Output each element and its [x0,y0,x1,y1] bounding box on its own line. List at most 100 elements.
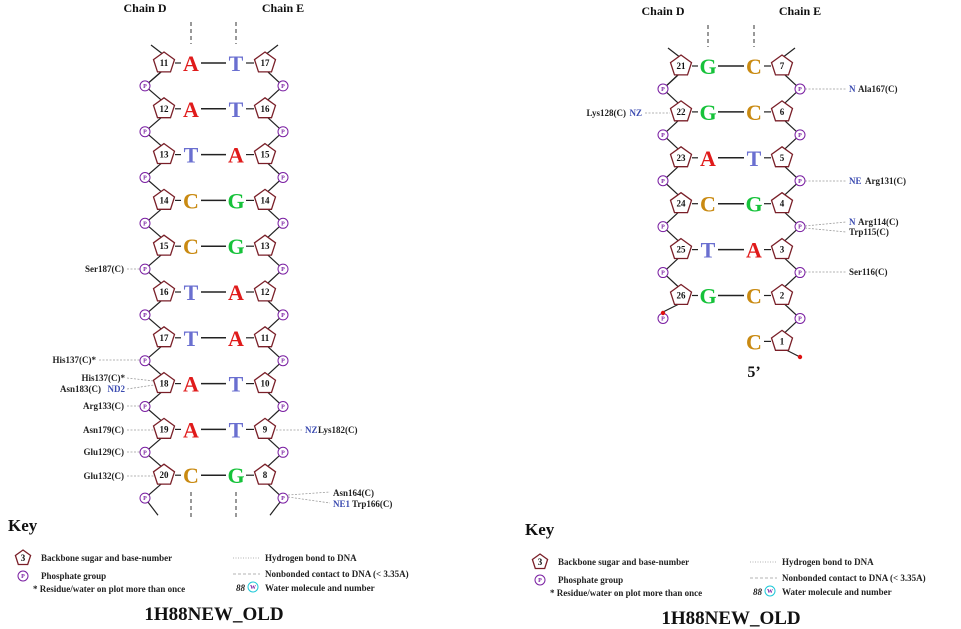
phosphate-symbol: P [661,133,665,139]
base-number-right: 2 [780,291,785,301]
phosphate-symbol: P [798,179,802,185]
key-footnote: * Residue/water on plot more than once [33,584,185,594]
phosphate-icon [139,217,151,229]
base-number-left: 20 [160,470,170,480]
base-number-left: 19 [160,424,170,434]
base-number-right: 17 [261,58,271,68]
contact-atom-label: N [849,84,856,94]
sugar-pentagon-right [253,188,277,210]
five-prime-label: 5’ [747,364,760,381]
base-number-right: 3 [780,245,785,255]
contact-atom-label: N [849,217,856,227]
contact-atom-label: NZ [629,108,642,118]
base-letter-right: G [227,234,244,259]
base-letter-left: C [183,234,199,259]
base-number-left: 22 [677,107,687,117]
base-number-right: 12 [261,287,271,297]
sugar-pentagon-left [669,100,693,122]
contact-residue-label: Asn164(C) [333,488,374,498]
phosphate-icon [794,129,806,141]
chain-right-label: Chain E [262,1,304,15]
contact-atom-label: ND2 [108,384,126,394]
sugar-pentagon-left [152,325,176,348]
phosphate-symbol: P [281,221,285,227]
water-molecule-icon [764,585,776,597]
base-letter-left: T [184,280,199,305]
footer-title: 1H88NEW_OLD [661,608,800,629]
phosphate-icon [277,217,289,229]
phosphate-icon [277,309,289,321]
shape-layer [14,51,806,597]
base-letter-left: A [183,51,199,76]
phosphate-symbol: P [661,87,665,93]
base-number-right: 4 [780,199,785,209]
contact-residue-label: Arg114(C) [858,217,899,227]
sugar-pentagon-right [770,329,794,351]
sugar-pentagon-left [669,283,693,306]
base-number-left: 17 [160,333,170,343]
contact-residue-label: Trp166(C) [352,499,392,509]
phosphate-icon [139,309,151,321]
phosphate-symbol: P [661,271,665,277]
base-number-left: 23 [677,153,687,163]
base-number-right: 10 [261,379,271,389]
sugar-pentagon-left [669,191,693,214]
base-number-right: 13 [261,241,271,251]
sugar-pentagon-left [669,54,693,76]
phosphate-icon [139,172,151,183]
base-number-left: 16 [160,287,170,297]
base-number-left: 12 [160,104,170,114]
sugar-pentagon-left [152,234,176,256]
water-molecule-icon [247,581,259,593]
phosphate-symbol: P [143,176,147,182]
base-number-right: 5 [780,153,785,163]
base-letter-left: A [183,97,199,122]
phosphate-icon [277,263,289,275]
key-nonbonded-label: Nonbonded contact to DNA (< 3.35A) [265,569,409,579]
base-letter-left: T [184,326,199,351]
phosphate-icon [277,172,289,183]
chain-left-label: Chain D [641,4,684,18]
base-letter-left: T [701,238,716,263]
base-number-right: 11 [261,333,270,343]
key-phosphate-icon [534,574,546,586]
chain-right-label: Chain E [779,4,821,18]
phosphate-icon [794,312,806,324]
base-letter-left: T [184,143,199,168]
phosphate-icon [277,355,289,367]
phosphate-symbol: P [143,221,147,227]
key-sugar-label: Backbone sugar and base-number [558,557,689,567]
phosphate-symbol: P [143,84,147,90]
contact-residue-label: Ser187(C) [85,264,124,274]
base-letter-left: C [183,463,199,488]
base-letter-left: A [700,146,716,171]
sugar-pentagon-left [152,51,176,73]
base-number-right: 7 [780,61,785,71]
phosphate-icon [277,80,289,92]
phosphate-icon [139,492,151,504]
sugar-pentagon-right [253,417,277,439]
phosphate-symbol: P [143,496,147,502]
phosphate-symbol: P [21,574,25,580]
key-water-number: 88 [753,587,763,597]
base-number-right: 1 [780,336,785,346]
base-letter-left: G [699,284,716,309]
contact-residue-label: Glu129(C) [84,447,125,457]
base-letter-right: C [746,329,762,354]
contact-atom-label: NE [849,176,862,186]
contact-atom-label: NE1 [333,499,351,509]
strand-terminus-dot [797,354,803,360]
phosphate-symbol: P [281,84,285,90]
contact-line [804,227,847,233]
phosphate-icon [657,267,669,279]
base-letter-right: T [229,97,244,122]
water-symbol: W [767,589,773,595]
sugar-pentagon-right [253,142,277,165]
phosphate-icon [277,126,289,138]
base-number-left: 14 [160,195,170,205]
base-letter-left: G [699,54,716,79]
base-number-right: 16 [261,104,271,114]
water-symbol: W [250,585,256,591]
phosphate-icon [794,83,806,95]
